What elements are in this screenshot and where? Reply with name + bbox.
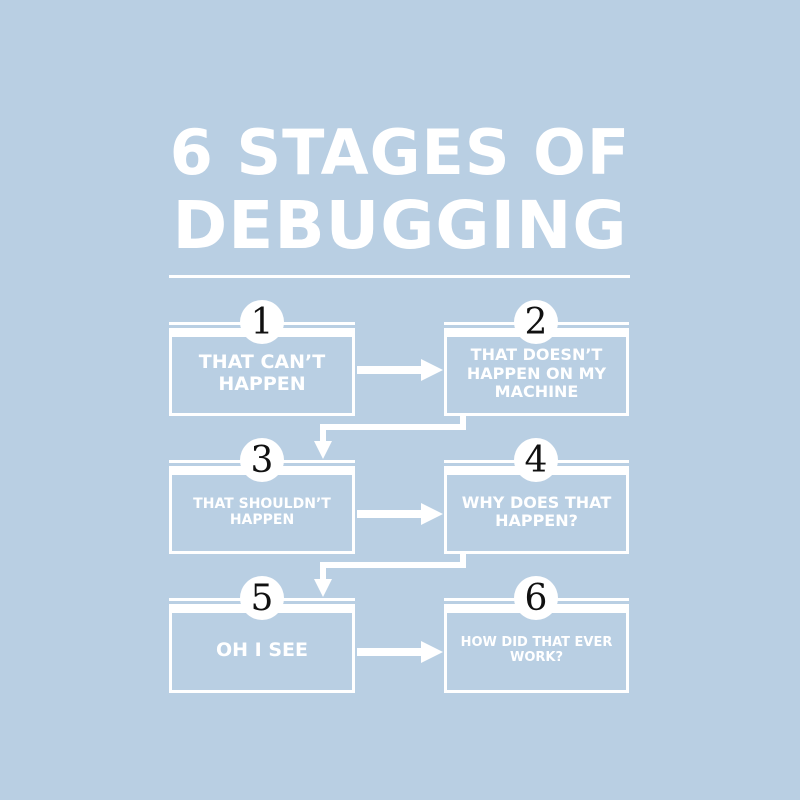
title-divider <box>169 275 630 278</box>
box-body: THAT CAN’T HAPPEN <box>169 335 355 416</box>
arrow-down-elbow-icon <box>314 416 466 459</box>
stage-2-number: 2 <box>524 302 548 343</box>
stage-6-label: HOW DID THAT EVER WORK? <box>460 634 613 665</box>
stage-4-label: WHY DOES THAT HAPPEN? <box>461 492 612 530</box>
stage-3-number-badge: 3 <box>240 438 284 482</box>
stage-5-number-badge: 5 <box>240 576 284 620</box>
title-line-1: 6 STAGES OF <box>169 116 631 189</box>
arrow-right-icon <box>357 359 443 381</box>
stage-3-number: 3 <box>250 440 274 481</box>
stage-2-box: THAT DOESN’T HAPPEN ON MY MACHINE 2 <box>444 300 629 416</box>
stage-4-number-badge: 4 <box>514 438 558 482</box>
box-body: WHY DOES THAT HAPPEN? <box>444 473 629 554</box>
stage-2-number-badge: 2 <box>514 300 558 344</box>
stage-6-number-badge: 6 <box>514 576 558 620</box>
box-body: THAT SHOULDN’T HAPPEN <box>169 473 355 554</box>
stage-2-label: THAT DOESN’T HAPPEN ON MY MACHINE <box>466 345 607 402</box>
arrow-right-icon <box>357 641 443 663</box>
stage-5-label: OH I SEE <box>216 638 308 661</box>
stage-6-number: 6 <box>524 578 548 619</box>
arrow-down-elbow-icon <box>314 554 466 597</box>
box-body: OH I SEE <box>169 611 355 693</box>
stage-5-box: OH I SEE 5 <box>169 576 355 693</box>
stage-1-number: 1 <box>250 302 274 343</box>
stage-4-number: 4 <box>524 440 548 481</box>
stage-6-box: HOW DID THAT EVER WORK? 6 <box>444 576 629 693</box>
box-body: HOW DID THAT EVER WORK? <box>444 611 629 693</box>
stage-1-box: THAT CAN’T HAPPEN 1 <box>169 300 355 416</box>
stage-3-label: THAT SHOULDN’T HAPPEN <box>193 495 331 528</box>
box-body: THAT DOESN’T HAPPEN ON MY MACHINE <box>444 335 629 416</box>
stage-3-box: THAT SHOULDN’T HAPPEN 3 <box>169 438 355 554</box>
stage-1-number-badge: 1 <box>240 300 284 344</box>
stage-4-box: WHY DOES THAT HAPPEN? 4 <box>444 438 629 554</box>
title-line-2: DEBUGGING <box>172 187 628 264</box>
arrow-right-icon <box>357 503 443 525</box>
stage-5-number: 5 <box>250 578 274 619</box>
stage-1-label: THAT CAN’T HAPPEN <box>198 351 326 395</box>
